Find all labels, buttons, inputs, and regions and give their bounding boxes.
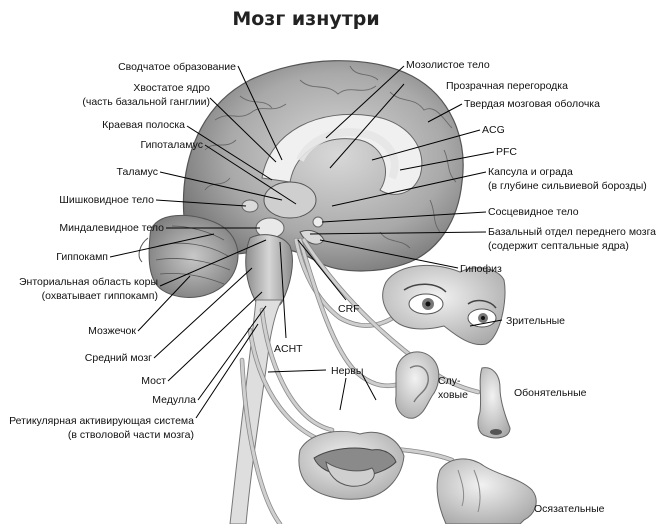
label-corpus-callosum: Мозолистое тело (406, 59, 490, 71)
label-mammillary: Сосцевидное тело (488, 206, 579, 218)
label-capsule: Капсула и ограда (488, 166, 573, 178)
center-labels: CRF ACHT Нервы (274, 303, 363, 377)
brain-illustration (138, 60, 464, 524)
right-labels: Мозолистое тело Прозрачная перегородка Т… (406, 59, 656, 275)
acg-region (296, 128, 399, 180)
label-reticular: Ретикулярная активирующая система (9, 415, 194, 427)
label-medulla: Медулла (152, 394, 196, 406)
label-reticular-note: (в стволовой части мозга) (68, 429, 194, 441)
gyri-texture (204, 65, 457, 249)
label-septum: Прозрачная перегородка (446, 80, 568, 92)
label-crf: CRF (338, 303, 360, 315)
label-dura: Твердая мозговая оболочка (464, 98, 600, 110)
label-acg: ACG (482, 124, 505, 136)
label-amygdala: Миндалевидное тело (59, 222, 164, 234)
page-title: Мозг изнутри (232, 8, 379, 30)
label-basal-forebrain-note: (содержит септальные ядра) (488, 240, 629, 252)
label-visual: Зрительные (506, 315, 565, 327)
label-pituitary: Гипофиз (460, 263, 502, 275)
left-labels: Сводчатое образование Хвостатое ядро (ча… (9, 61, 236, 441)
nose-illustration (477, 367, 511, 439)
label-thalamus: Таламус (117, 166, 158, 178)
leader-lines (109, 65, 503, 419)
label-entorhinal: Энториальная область коры (19, 276, 158, 288)
label-caudate: Хвостатое ядро (133, 82, 210, 94)
label-midbrain: Средний мозг (85, 352, 152, 364)
corpus-callosum (261, 113, 423, 195)
label-auditory-2: ховые (438, 389, 468, 401)
label-olfactory: Обонятельные (514, 387, 587, 399)
label-hippocampus: Гиппокамп (56, 251, 108, 263)
label-hypothalamus: Гипоталамус (141, 139, 203, 151)
label-acth: ACHT (274, 343, 303, 355)
label-entorhinal-note: (охватывает гиппокамп) (42, 290, 158, 302)
mouth-illustration (298, 430, 405, 500)
label-auditory: Слу- (438, 375, 461, 387)
label-stria: Краевая полоска (102, 119, 185, 131)
label-pons: Мост (141, 375, 166, 387)
label-nerves: Нервы (331, 365, 363, 377)
hand-illustration (436, 458, 537, 524)
label-pineal: Шишковидное тело (59, 194, 154, 206)
mammillary-body (312, 216, 324, 228)
ear-illustration (395, 351, 440, 419)
nerve-fibers (239, 237, 481, 524)
label-cerebellum: Мозжечок (88, 325, 136, 337)
eyes-illustration (382, 264, 506, 346)
sense-labels: Зрительные Слу- ховые Обонятельные Осяза… (438, 315, 605, 515)
label-pfc: PFC (496, 146, 517, 158)
label-tactile: Осязательные (534, 503, 605, 515)
label-basal-forebrain: Базальный отдел переднего мозга (488, 226, 656, 238)
label-fornix: Сводчатое образование (118, 61, 236, 73)
spinal-cord (229, 299, 283, 524)
label-caudate-note: (часть базальной ганглии) (82, 96, 210, 108)
label-capsule-note: (в глубине сильвиевой борозды) (488, 180, 647, 192)
